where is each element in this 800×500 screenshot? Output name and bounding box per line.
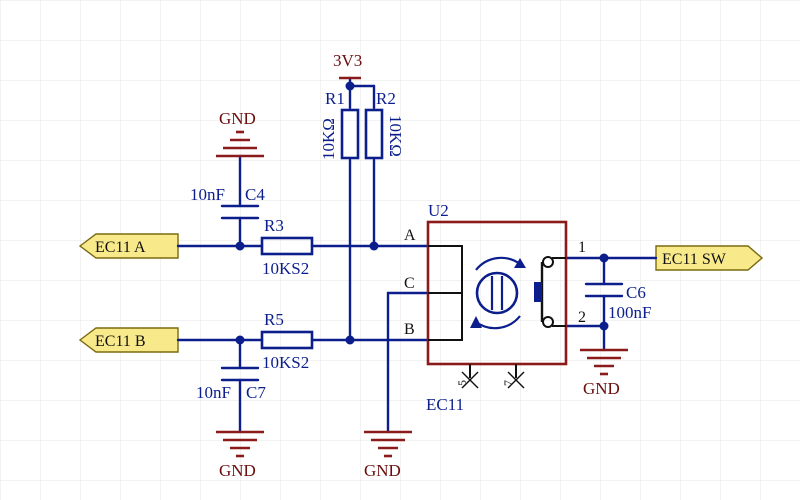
port-ec11-a[interactable]: EC11 A xyxy=(78,233,179,259)
capacitor-c6[interactable]: C6 100nF xyxy=(584,282,651,322)
c4-value: 10nF xyxy=(190,185,225,204)
encoder-u2[interactable]: U2 EC11 A C B 1 2 xyxy=(404,201,586,414)
resistor-r5[interactable]: R5 10KS2 xyxy=(260,310,314,372)
port-ec11-b[interactable]: EC11 B xyxy=(78,327,179,353)
capacitor-c4[interactable]: 10nF C4 xyxy=(190,185,265,220)
c4-ref: C4 xyxy=(245,185,265,204)
gnd-c7-symbol: GND xyxy=(216,430,264,480)
pin-5-nc: 5 xyxy=(455,364,479,389)
pin-5-label: 5 xyxy=(455,380,469,386)
power-3v3-label: 3V3 xyxy=(333,51,362,70)
c6-value: 100nF xyxy=(608,303,651,322)
junctions xyxy=(235,81,609,345)
pin-c-label: C xyxy=(404,275,415,292)
pin-a-label: A xyxy=(404,227,416,244)
r3-value: 10KS2 xyxy=(262,259,309,278)
resistor-r3[interactable]: R3 10KS2 xyxy=(260,216,314,278)
c7-value: 10nF xyxy=(196,383,231,402)
port-ec11-a-label: EC11 A xyxy=(95,239,146,256)
resistor-r1[interactable]: R1 10KΩ xyxy=(319,89,360,160)
pin-1-label: 1 xyxy=(578,239,586,256)
gnd-c-label: GND xyxy=(364,461,401,480)
u2-part: EC11 xyxy=(426,395,464,414)
c7-ref: C7 xyxy=(246,383,266,402)
gnd-c6-label: GND xyxy=(583,379,620,398)
capacitor-c7[interactable]: 10nF C7 xyxy=(196,366,266,402)
r3-ref: R3 xyxy=(264,216,284,235)
r1-ref: R1 xyxy=(325,89,345,108)
gnd-c-symbol: GND xyxy=(364,430,412,480)
pin-2-label: 2 xyxy=(578,309,586,326)
c6-ref: C6 xyxy=(626,283,646,302)
pin-7-nc: 7 xyxy=(501,364,525,389)
r2-value: 10KΩ xyxy=(386,115,405,157)
gnd-c6-symbol: GND xyxy=(580,348,628,398)
u2-ref: U2 xyxy=(428,201,449,220)
pin-7-label: 7 xyxy=(501,380,515,386)
switch-icon xyxy=(534,256,566,328)
port-ec11-b-label: EC11 B xyxy=(95,333,146,350)
r5-ref: R5 xyxy=(264,310,284,329)
gnd-c4-symbol: GND xyxy=(216,109,264,158)
r2-ref: R2 xyxy=(376,89,396,108)
net-c xyxy=(386,291,430,434)
r1-value: 10KΩ xyxy=(319,118,338,160)
port-ec11-sw[interactable]: EC11 SW xyxy=(655,245,764,271)
resistor-r2[interactable]: R2 10KΩ xyxy=(364,89,405,160)
gnd-c7-label: GND xyxy=(219,461,256,480)
power-3v3-symbol: 3V3 xyxy=(333,51,362,80)
pin-b-label: B xyxy=(404,321,415,338)
r5-value: 10KS2 xyxy=(262,353,309,372)
gnd-c4-label: GND xyxy=(219,109,256,128)
encoder-knob-icon xyxy=(470,256,526,330)
port-ec11-sw-label: EC11 SW xyxy=(662,251,727,268)
